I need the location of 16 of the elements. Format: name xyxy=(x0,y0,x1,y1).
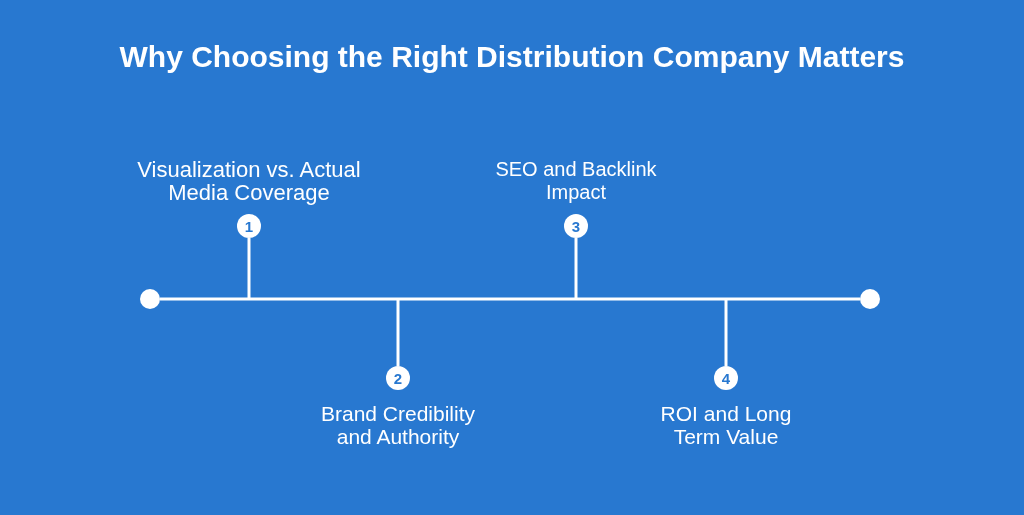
stem-line xyxy=(396,299,400,366)
timeline-end-dot xyxy=(860,289,880,309)
stem-line xyxy=(247,238,251,299)
stem-line xyxy=(574,238,578,299)
step-number: 2 xyxy=(386,366,410,390)
step-number: 3 xyxy=(564,214,588,238)
stem-line xyxy=(724,299,728,366)
step-heading: SEO and Backlink Impact xyxy=(494,158,658,204)
title: Why Choosing the Right Distribution Company Matters xyxy=(118,39,906,75)
step-heading: Visualization vs. Actual Media Coverage xyxy=(136,158,362,204)
step-number: 4 xyxy=(714,366,738,390)
step-heading: Brand Credibility and Authority xyxy=(319,402,477,448)
timeline-line xyxy=(160,297,860,301)
timeline-end-dot xyxy=(140,289,160,309)
step-number: 1 xyxy=(237,214,261,238)
step-heading: ROI and Long Term Value xyxy=(659,402,793,448)
